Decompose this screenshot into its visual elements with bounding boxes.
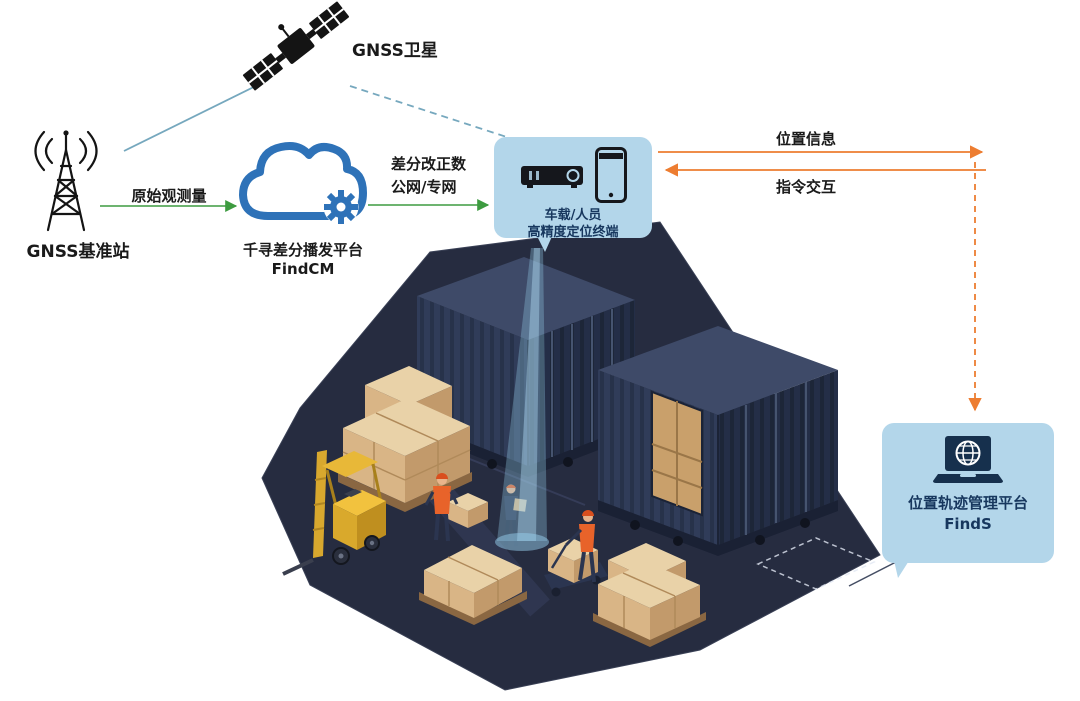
location-info-label: 位置信息 (775, 130, 836, 148)
positioning-beam (495, 248, 549, 551)
terminal-panel: 车载/人员 高精度定位终端 (494, 137, 652, 240)
differential-correction-label: 差分改正数 (391, 155, 467, 173)
smartphone-icon (595, 147, 627, 203)
satellite-to-terminal-link (349, 85, 517, 141)
finds-label-line2: FindS (944, 515, 992, 533)
laptop-globe-icon (933, 436, 1003, 483)
satellite-label: GNSS卫星 (352, 41, 438, 61)
small-crate (448, 493, 488, 528)
floor-marking (756, 537, 876, 590)
forklift (282, 450, 386, 576)
network-type-label: 公网/专网 (391, 178, 457, 196)
cloud-platform-product: FindCM (271, 260, 335, 278)
raw-observation-label: 原始观测量 (131, 187, 207, 205)
worker (564, 510, 596, 583)
base-station-label: GNSS基准站 (26, 242, 130, 262)
finds-label-line1: 位置轨迹管理平台 (907, 494, 1028, 512)
pallet-stack (593, 543, 706, 647)
terminal-label-line2: 高精度定位终端 (527, 225, 619, 240)
container-wheels (630, 518, 810, 546)
finds-panel: 位置轨迹管理平台 FindS (882, 423, 1054, 563)
shipping-container-2 (598, 326, 838, 545)
signal-wave-icon (78, 137, 88, 165)
terminal-label-line1: 车载/人员 (544, 208, 602, 223)
radio-tower-icon (34, 130, 98, 232)
cloud-platform-name: 千寻差分播发平台 (242, 241, 363, 259)
pallet-stack (419, 545, 527, 625)
warehouse-scene (261, 221, 897, 691)
satellite-icon (242, 1, 350, 91)
cloud-gear-icon (239, 142, 367, 225)
container-pad (598, 500, 838, 556)
command-interaction-label: 指令交互 (775, 178, 836, 196)
terminal-icons (519, 147, 627, 203)
signal-wave-icon (44, 137, 54, 165)
connector-lines (100, 79, 986, 412)
worker (424, 473, 459, 542)
signal-wave-icon (86, 130, 98, 172)
signal-wave-icon (34, 130, 46, 172)
satellite-to-base-link (123, 79, 269, 152)
gear-icon (323, 189, 359, 225)
receiver-icon (521, 166, 583, 188)
platform-scene-link (848, 561, 897, 587)
